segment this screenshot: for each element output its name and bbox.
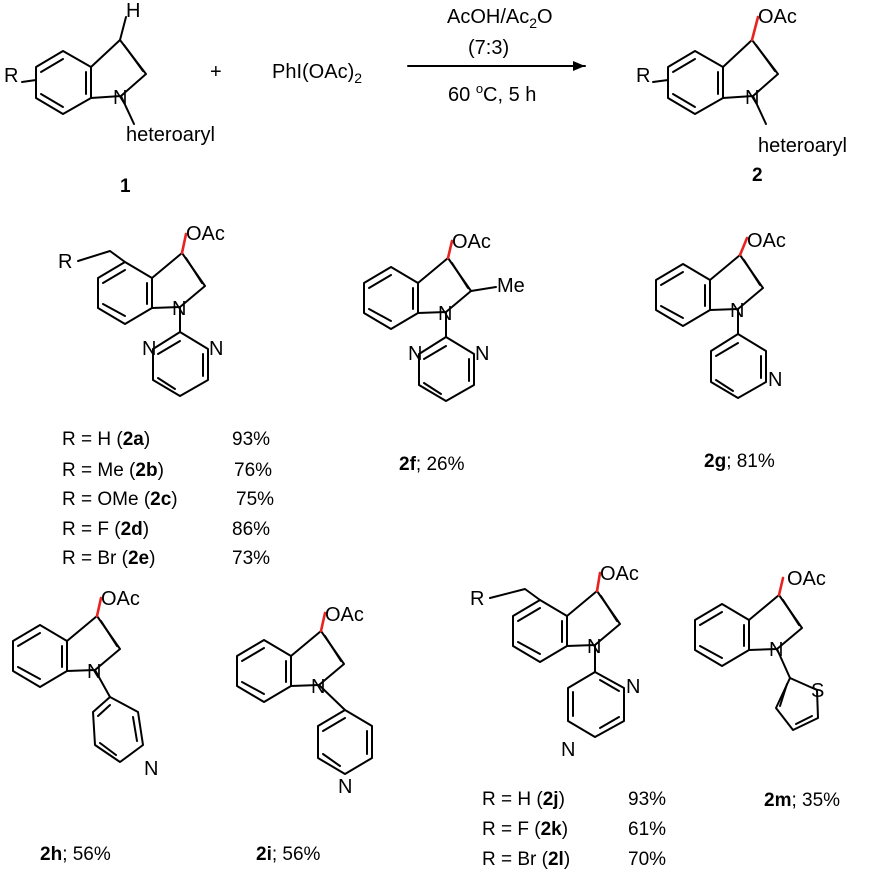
compound-number-2: 2 (752, 165, 763, 186)
yield-2l: 70% (628, 849, 666, 870)
label-2d: R = F (2d) (62, 519, 149, 540)
label-2i: 2i; 56% (256, 844, 321, 865)
label-2k: R = F (2k) (482, 819, 568, 840)
r-group: R (4, 65, 18, 87)
n-atom: N (209, 338, 223, 360)
n-atom: N (172, 298, 186, 320)
n-atom: N (338, 776, 352, 798)
r-group: R (636, 65, 650, 87)
oac-group: OAc (186, 223, 225, 245)
condition-ratio: (7:3) (468, 37, 509, 59)
n-atom: N (144, 758, 158, 780)
label-2f: 2f; 26% (399, 454, 465, 475)
label-2b: R = Me (2b) (62, 460, 164, 481)
label-2c: R = OMe (2c) (62, 489, 178, 510)
n-atom: N (768, 369, 782, 391)
reaction-arrow: AcOH/Ac2O (7:3) 60 oC, 5 h (407, 6, 586, 106)
oac-group: OAc (758, 6, 797, 28)
heteroaryl-label: heteroaryl (126, 124, 215, 146)
plus-sign: + (210, 61, 222, 83)
n-atom: N (730, 300, 744, 322)
n-atom: N (408, 343, 422, 365)
compound-number-1: 1 (120, 176, 131, 197)
yield-2e: 73% (232, 548, 270, 569)
structure-2m: OAc N S (694, 568, 826, 731)
oac-group: OAc (747, 230, 786, 252)
methyl-group: Me (497, 275, 525, 297)
n-atom: N (769, 639, 783, 661)
condition-solvent: AcOH/Ac2O (447, 6, 553, 31)
label-2e: R = Br (2e) (62, 548, 155, 569)
n-atom: N (87, 661, 101, 683)
label-2j: R = H (2j) (482, 789, 565, 810)
label-2m: 2m; 35% (764, 790, 840, 811)
label-2a: R = H (2a) (62, 429, 150, 450)
r-group: R (470, 588, 484, 610)
n-atom: N (626, 676, 640, 698)
oac-group: OAc (452, 231, 491, 253)
labels-2j-2l: R = H (2j) 93% R = F (2k) 61% R = Br (2l… (482, 789, 666, 870)
oac-group: OAc (600, 563, 639, 585)
n-atom: N (113, 87, 127, 109)
oac-group: OAc (325, 604, 364, 626)
yield-2b: 76% (234, 460, 272, 481)
structure-2h: OAc N N (12, 588, 158, 780)
structure-2f: OAc Me N N N (363, 231, 525, 402)
n-atom: N (561, 739, 575, 761)
yield-2k: 61% (628, 819, 666, 840)
label-2l: R = Br (2l) (482, 849, 570, 870)
structure-2a-2e: OAc R N N N (58, 223, 225, 397)
n-atom: N (475, 343, 489, 365)
yield-2c: 75% (236, 489, 274, 510)
n-atom: N (745, 87, 759, 109)
n-atom: N (438, 303, 452, 325)
label-2h: 2h; 56% (40, 844, 111, 865)
oac-group: OAc (787, 568, 826, 590)
s-atom: S (811, 680, 824, 702)
n-atom: N (311, 676, 325, 698)
product-2: OAc R N heteroaryl 2 (636, 6, 847, 186)
reagent-piida: PhI(OAc)2 (272, 61, 362, 86)
yield-2a: 93% (232, 429, 270, 450)
structure-2j-2l: OAc R N N N (470, 563, 640, 761)
label-2g: 2g; 81% (704, 451, 775, 472)
n-atom: N (587, 636, 601, 658)
yield-2d: 86% (232, 519, 270, 540)
substrate-1: H R N heteroaryl 1 (4, 0, 215, 197)
labels-2a-2e: R = H (2a) 93% R = Me (2b) 76% R = OMe (… (62, 429, 274, 569)
structure-2i: OAc N N (236, 604, 373, 798)
r-group: R (58, 251, 72, 273)
structure-2g: OAc N N (655, 230, 786, 399)
h-atom: H (126, 0, 140, 22)
n-atom: N (142, 338, 156, 360)
heteroaryl-label: heteroaryl (758, 135, 847, 157)
condition-temperature: 60 oC, 5 h (448, 81, 536, 106)
yield-2j: 93% (628, 789, 666, 810)
oac-group: OAc (101, 588, 140, 610)
